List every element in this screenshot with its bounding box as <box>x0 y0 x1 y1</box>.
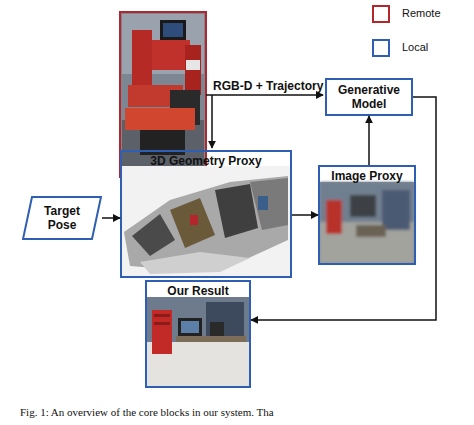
data-label: RGB-D + Trajectory <box>213 79 323 93</box>
proxy-image <box>320 182 414 263</box>
result-image <box>147 297 249 386</box>
proxy-panel: 3D Geometry Proxy <box>120 150 292 278</box>
node-text: Target Pose <box>22 204 102 232</box>
data-arrow <box>211 95 213 148</box>
robot-photo <box>120 12 206 177</box>
figure-caption: Fig. 1: An overview of the core blocks i… <box>20 406 274 418</box>
flow-arrow <box>292 214 318 216</box>
input-parallelogram: Target Pose <box>22 196 102 240</box>
flow-arrow <box>251 97 436 320</box>
node-text: Our Result <box>147 282 249 298</box>
legend-swatch <box>372 5 390 23</box>
node-text: Image Proxy <box>320 167 414 183</box>
model-box: Generative Model <box>325 78 413 116</box>
legend-text: Remote <box>402 7 441 19</box>
legend-text: Local <box>402 41 428 53</box>
point-cloud <box>122 166 290 276</box>
node-text: 3D Geometry Proxy <box>122 152 290 168</box>
flow-arrow <box>102 217 120 219</box>
flow-arrow <box>368 116 370 165</box>
proxy-panel: Image Proxy <box>318 165 416 265</box>
node-text: Generative Model <box>327 83 411 111</box>
legend-swatch <box>372 39 390 57</box>
result-panel: Our Result <box>145 280 251 388</box>
data-arrow <box>206 94 323 96</box>
